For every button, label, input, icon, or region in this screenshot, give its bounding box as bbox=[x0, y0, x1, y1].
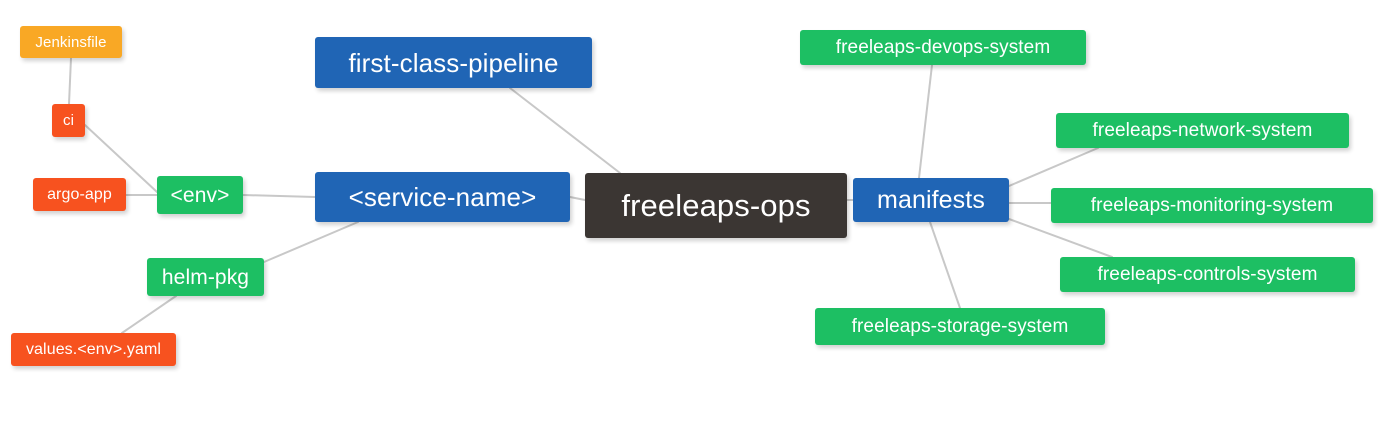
node-argo-app[interactable]: argo-app bbox=[33, 178, 126, 211]
node-label: freeleaps-ops bbox=[621, 188, 811, 223]
edge-helm-pkg-to-values-yaml bbox=[121, 295, 177, 334]
node-first-class-pipeline[interactable]: first-class-pipeline bbox=[315, 37, 592, 88]
node-ci[interactable]: ci bbox=[52, 104, 85, 137]
node-label: argo-app bbox=[47, 185, 112, 203]
node-label: freeleaps-controls-system bbox=[1097, 264, 1318, 285]
node-label: freeleaps-monitoring-system bbox=[1090, 195, 1334, 216]
edge-first-class-pipeline-to-freeleaps-ops bbox=[509, 87, 621, 174]
edge-env-to-service-name bbox=[242, 194, 316, 198]
node-label: first-class-pipeline bbox=[348, 47, 559, 78]
edge-manifests-to-network-system bbox=[1008, 147, 1099, 187]
node-label: <env> bbox=[170, 183, 230, 207]
edge-ci-to-env bbox=[84, 124, 158, 193]
node-label: freeleaps-storage-system bbox=[851, 316, 1069, 337]
node-devops-system[interactable]: freeleaps-devops-system bbox=[800, 30, 1086, 65]
edge-manifests-to-devops-system bbox=[918, 64, 933, 179]
node-label: <service-name> bbox=[348, 182, 537, 212]
node-storage-system[interactable]: freeleaps-storage-system bbox=[815, 308, 1105, 345]
node-monitoring-system[interactable]: freeleaps-monitoring-system bbox=[1051, 188, 1373, 223]
edge-manifests-to-storage-system bbox=[929, 221, 961, 309]
node-env[interactable]: <env> bbox=[157, 176, 243, 214]
node-label: ci bbox=[62, 112, 75, 129]
node-label: freeleaps-network-system bbox=[1092, 120, 1313, 141]
node-service-name[interactable]: <service-name> bbox=[315, 172, 570, 222]
node-network-system[interactable]: freeleaps-network-system bbox=[1056, 113, 1349, 148]
edge-manifests-to-controls-system bbox=[1008, 218, 1113, 258]
node-manifests[interactable]: manifests bbox=[853, 178, 1009, 222]
node-helm-pkg[interactable]: helm-pkg bbox=[147, 258, 264, 296]
edge-jenkinsfile-to-ci bbox=[68, 57, 72, 105]
node-label: helm-pkg bbox=[161, 265, 250, 289]
edge-service-name-to-freeleaps-ops bbox=[569, 196, 586, 201]
node-label: values.<env>.yaml bbox=[25, 340, 162, 358]
node-freeleaps-ops[interactable]: freeleaps-ops bbox=[585, 173, 847, 238]
node-controls-system[interactable]: freeleaps-controls-system bbox=[1060, 257, 1355, 292]
edge-service-name-to-helm-pkg bbox=[263, 221, 359, 263]
node-label: manifests bbox=[877, 185, 985, 214]
node-label: freeleaps-devops-system bbox=[835, 37, 1051, 58]
node-values-yaml[interactable]: values.<env>.yaml bbox=[11, 333, 176, 366]
node-label: Jenkinsfile bbox=[35, 33, 107, 51]
node-jenkinsfile[interactable]: Jenkinsfile bbox=[20, 26, 122, 58]
